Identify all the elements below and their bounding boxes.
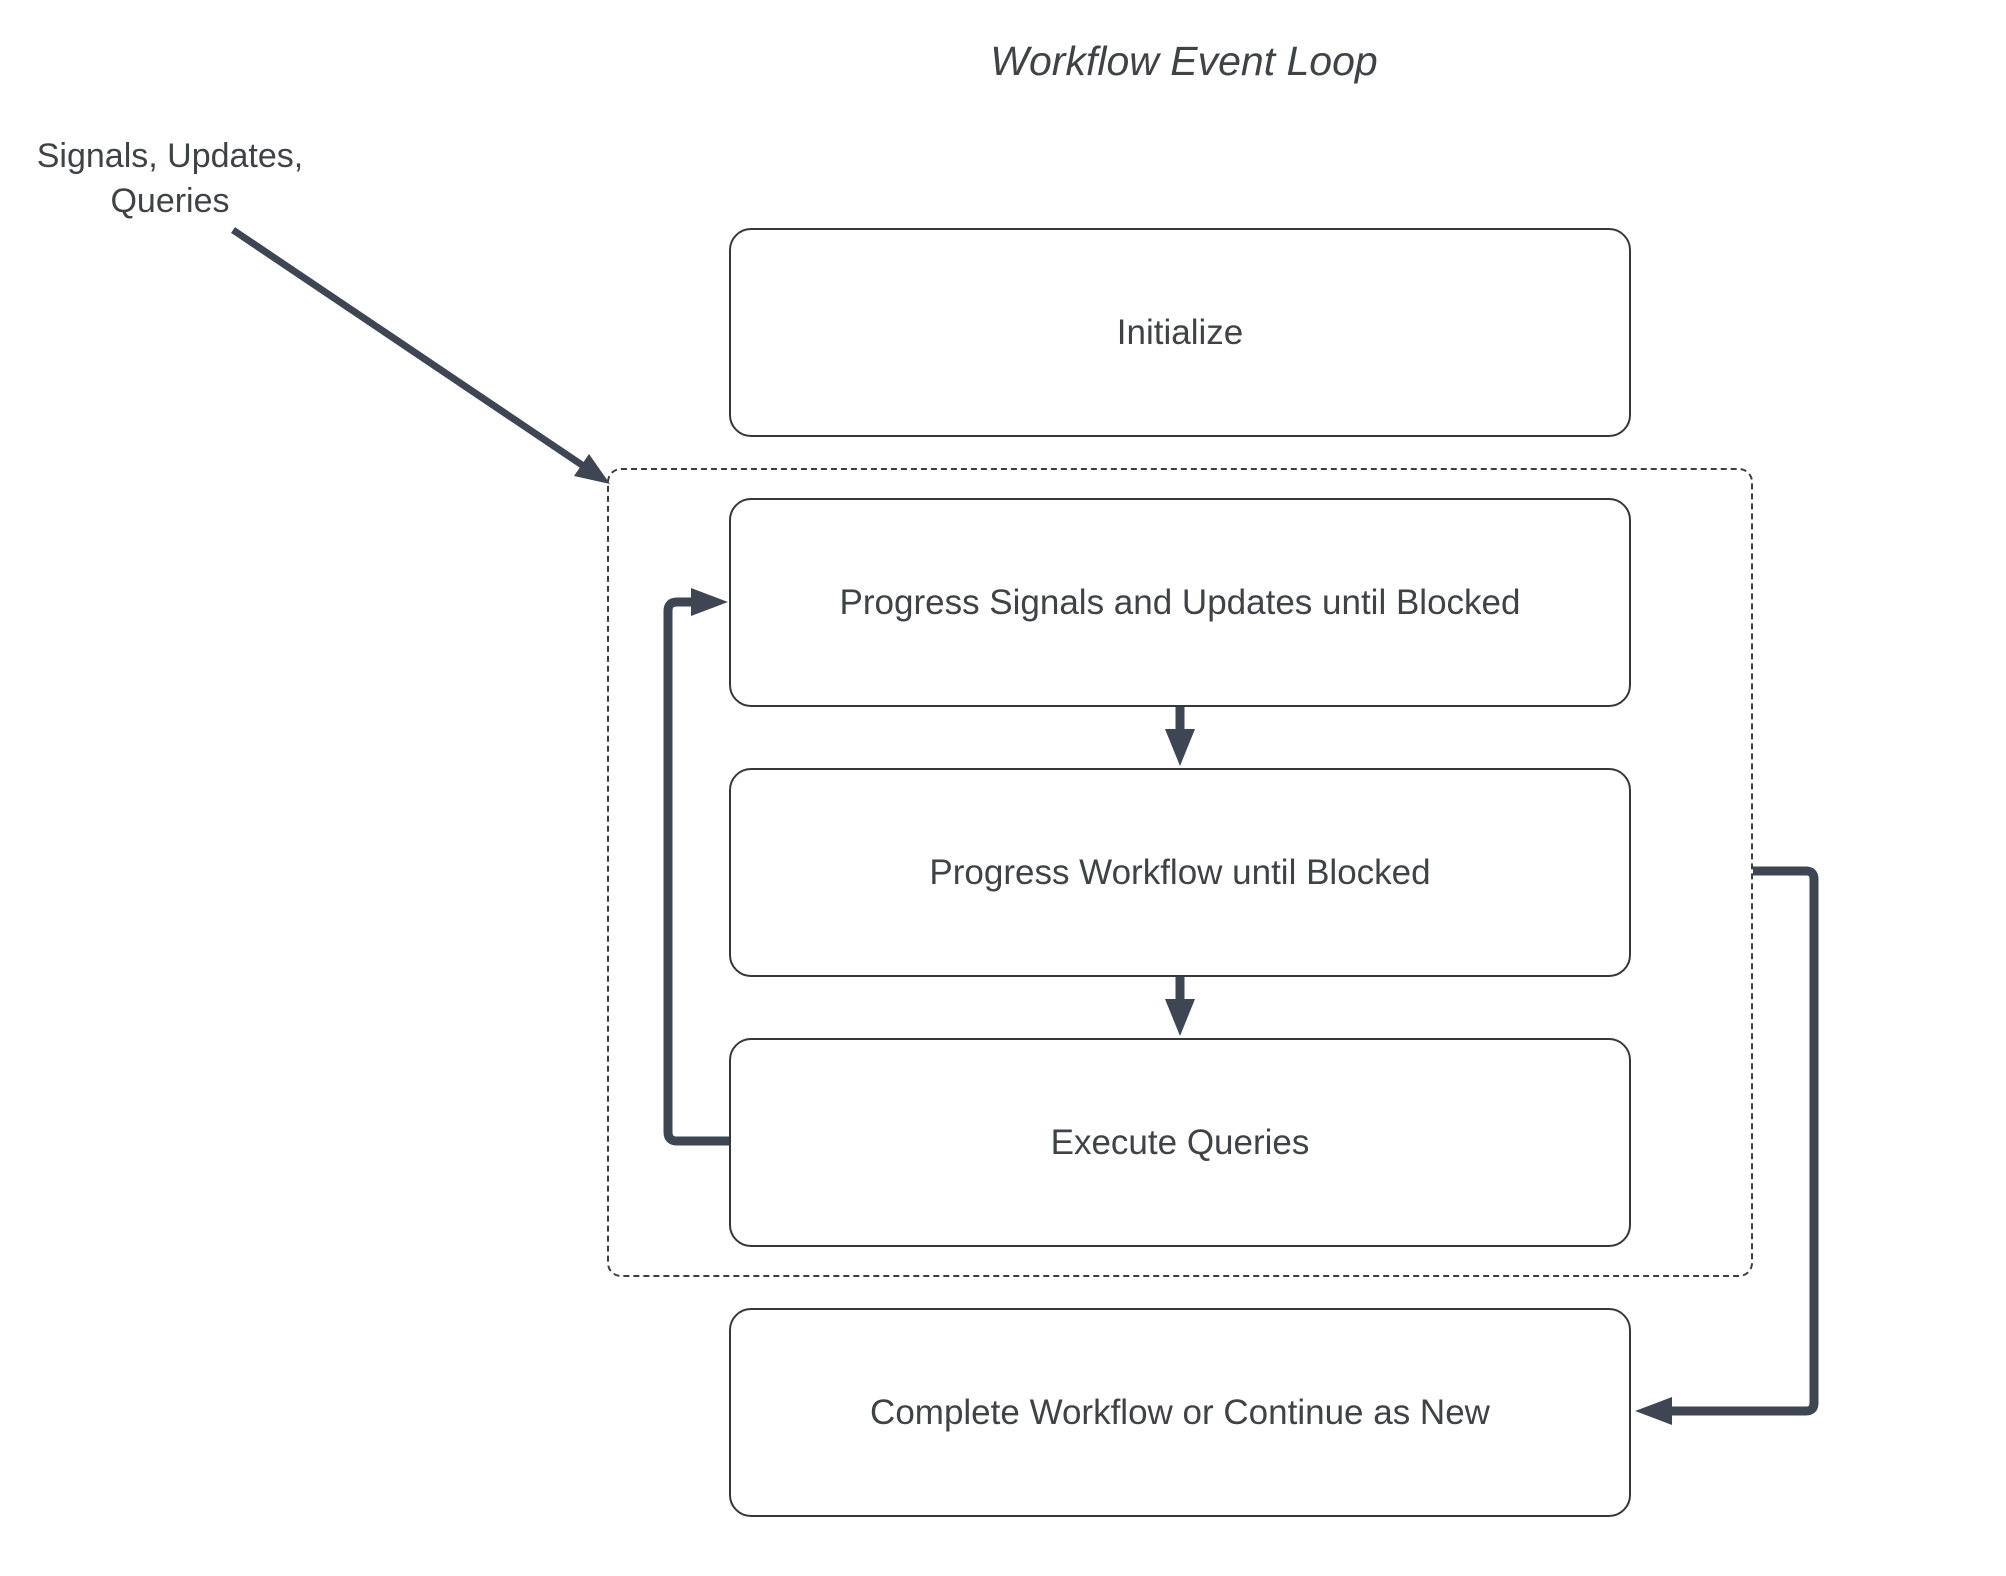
loop-arrow-group-to-complete — [1635, 866, 1819, 1425]
node-progress-workflow: Progress Workflow until Blocked — [729, 768, 1631, 977]
node-execute-queries: Execute Queries — [729, 1038, 1631, 1247]
node-progress-workflow-label: Progress Workflow until Blocked — [929, 852, 1431, 892]
annotation-arrow — [231, 227, 610, 484]
node-initialize-label: Initialize — [1116, 312, 1244, 352]
node-progress-signals-and-updates: Progress Signals and Updates until Block… — [729, 498, 1631, 707]
arrow-progress-workflow-to-execute-queries — [1165, 976, 1195, 1036]
node-initialize: Initialize — [729, 228, 1631, 437]
node-progress-signals-label: Progress Signals and Updates until Block… — [839, 582, 1521, 622]
event-loop-group-dashed-container — [607, 468, 1753, 1277]
diagram-title: Workflow Event Loop — [990, 38, 1378, 84]
node-complete-workflow: Complete Workflow or Continue as New — [729, 1308, 1631, 1517]
arrow-progress-signals-to-progress-workflow — [1165, 706, 1195, 766]
signals-updates-queries-annotation: Signals, Updates, Queries — [36, 137, 304, 220]
node-complete-workflow-label: Complete Workflow or Continue as New — [870, 1392, 1490, 1432]
loop-arrow-execute-queries-to-progress-signals — [663, 588, 731, 1146]
node-execute-queries-label: Execute Queries — [1050, 1122, 1310, 1162]
